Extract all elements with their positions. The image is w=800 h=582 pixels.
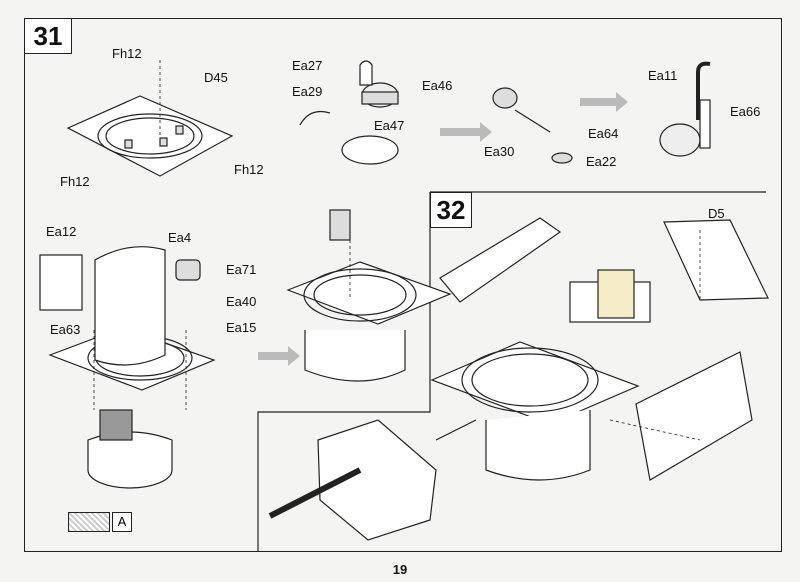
- label-ea15: Ea15: [226, 320, 257, 335]
- color-reference-swatch: [68, 512, 110, 532]
- label-d45: D45: [204, 70, 228, 85]
- label-fh12-top: Fh12: [112, 46, 142, 61]
- color-reference-letter: A: [112, 512, 132, 532]
- step-31-number: 31: [24, 18, 72, 54]
- label-ea27: Ea27: [292, 58, 323, 73]
- label-d5: D5: [708, 206, 725, 221]
- label-ea40: Ea40: [226, 294, 257, 309]
- label-ea46: Ea46: [422, 78, 453, 93]
- label-fh12-right: Fh12: [234, 162, 264, 177]
- label-ea66: Ea66: [730, 104, 761, 119]
- label-ea22: Ea22: [586, 154, 617, 169]
- label-ea12: Ea12: [46, 224, 77, 239]
- instruction-frame: [24, 18, 782, 552]
- label-ea11: Ea11: [648, 68, 678, 83]
- label-ea30: Ea30: [484, 144, 515, 159]
- label-ea4: Ea4: [168, 230, 192, 245]
- label-fh12-left: Fh12: [60, 174, 90, 189]
- step-32-number: 32: [430, 192, 472, 228]
- label-ea63: Ea63: [50, 322, 81, 337]
- label-ea47: Ea47: [374, 118, 405, 133]
- label-ea64: Ea64: [588, 126, 619, 141]
- page-number: 19: [392, 562, 408, 577]
- label-ea71: Ea71: [226, 262, 257, 277]
- label-ea29: Ea29: [292, 84, 323, 99]
